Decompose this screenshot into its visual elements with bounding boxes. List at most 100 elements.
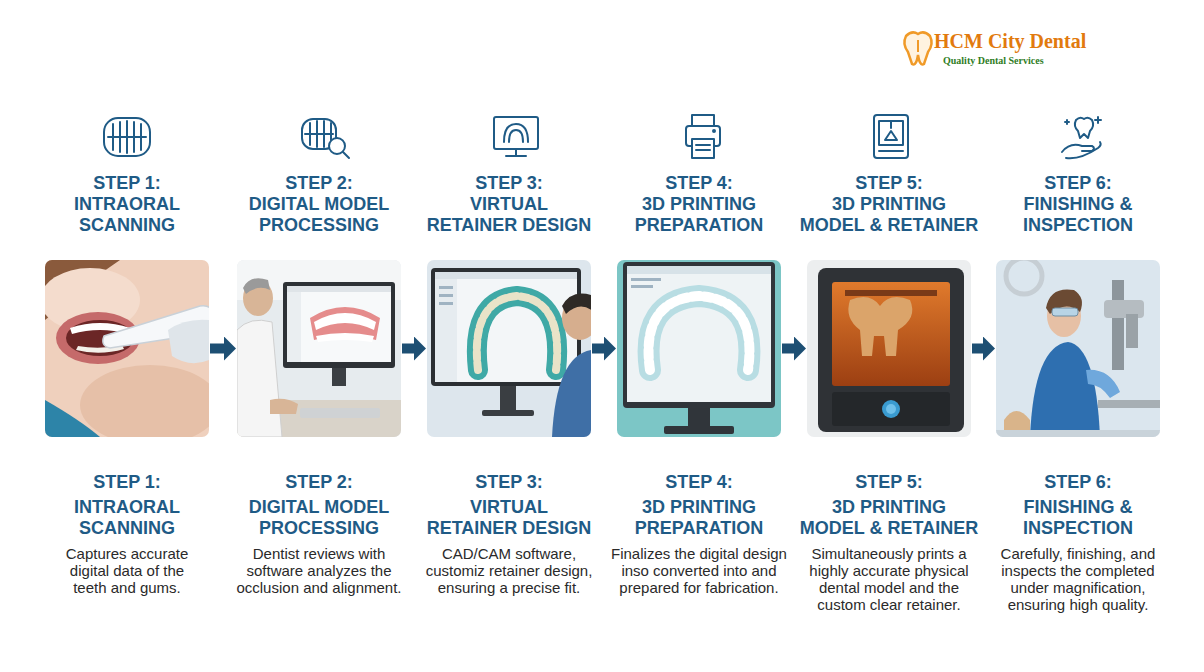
printer-icon-part xyxy=(692,115,714,126)
step-description: Simultaneously prints a highly accurate … xyxy=(801,545,977,613)
step-number: STEP 1: xyxy=(32,173,222,194)
step-number: STEP 6: xyxy=(983,173,1173,194)
processing-photo xyxy=(237,260,401,437)
step-caption: STEP 1:INTRAORAL SCANNINGCaptures accura… xyxy=(32,472,222,596)
step-title: FINISHING & INSPECTION xyxy=(983,497,1173,539)
scanning-photo xyxy=(45,260,209,437)
hand-tooth-icon-part xyxy=(1065,121,1069,123)
step-caption: STEP 5:3D PRINTING MODEL & RETAINERSimul… xyxy=(794,472,984,613)
inspection-photo-part xyxy=(1052,308,1078,316)
printer-photo-part xyxy=(818,268,964,432)
inspection-photo-part xyxy=(1112,280,1124,370)
step-number: STEP 5: xyxy=(794,173,984,194)
step-panel: STEP 5:3D PRINTING MODEL & RETAINERSTEP … xyxy=(807,260,971,437)
processing-photo-part xyxy=(270,399,298,414)
printer-photo-part xyxy=(848,297,912,356)
preparation-photo-part xyxy=(627,266,771,274)
printer-photo-part xyxy=(886,404,896,414)
hand-tooth-icon-part xyxy=(1066,120,1068,124)
step-panel: STEP 4:3D PRINTING PREPARATIONSTEP 4:3D … xyxy=(617,260,781,437)
printer-icon-part xyxy=(692,139,714,158)
step-number: STEP 2: xyxy=(224,472,414,493)
printer-icon-part xyxy=(696,144,710,146)
processing-photo-part xyxy=(287,286,391,362)
inspection-photo-part xyxy=(1086,370,1120,398)
3d-printer-icon-part xyxy=(879,150,903,152)
logo-tooth-icon xyxy=(904,32,931,64)
processing-photo-part xyxy=(314,313,376,330)
scanning-photo-part xyxy=(45,400,100,437)
teeth-icon-part xyxy=(126,121,128,153)
step-title: DIGITAL MODEL PROCESSING xyxy=(224,194,414,236)
step-description: Captures accurate digital data of the te… xyxy=(39,545,215,596)
processing-photo-part xyxy=(283,282,395,368)
design-photo-part xyxy=(500,386,516,410)
hand-tooth-icon-part xyxy=(1066,142,1101,158)
step-caption: STEP 4:3D PRINTING PREPARATIONFinalizes … xyxy=(604,472,794,596)
printer-photo xyxy=(807,260,971,437)
step-heading-top: STEP 5:3D PRINTING MODEL & RETAINER xyxy=(794,173,984,236)
teeth-icon-part xyxy=(140,124,142,150)
teeth-icon-part xyxy=(133,122,135,152)
step-title: FINISHING & INSPECTION xyxy=(983,194,1173,236)
preparation-photo xyxy=(617,260,781,437)
preparation-photo-part xyxy=(617,260,781,437)
step-description: CAD/CAM software, customiz retainer desi… xyxy=(421,545,597,596)
flow-arrow xyxy=(592,344,604,354)
logo-tooth-icon-part xyxy=(904,32,931,64)
preparation-photo-part xyxy=(649,296,750,370)
step-heading-top: STEP 6:FINISHING & INSPECTION xyxy=(983,173,1173,236)
hand-tooth-icon-part xyxy=(1062,145,1094,152)
processing-photo-part xyxy=(287,286,391,292)
step-title: 3D PRINTING PREPARATION xyxy=(604,194,794,236)
design-photo-part xyxy=(562,294,591,314)
processing-photo-part xyxy=(243,278,270,294)
flow-arrow xyxy=(210,344,224,354)
teeth-magnifier-icon xyxy=(302,119,349,158)
design-photo-part xyxy=(431,268,581,386)
printer-photo-part xyxy=(882,400,900,418)
monitor-icon-part xyxy=(509,130,523,142)
monitor-icon-part xyxy=(494,117,538,149)
step-heading-top: STEP 1:INTRAORAL SCANNING xyxy=(32,173,222,236)
processing-photo-part xyxy=(300,408,380,418)
processing-photo-part xyxy=(332,368,346,386)
design-photo-part xyxy=(435,272,577,382)
step-panel: STEP 6:FINISHING & INSPECTIONSTEP 6:FINI… xyxy=(996,260,1160,437)
monitor-icon-part xyxy=(506,155,526,157)
hand-tooth-icon-part xyxy=(1095,119,1101,121)
preparation-photo-part xyxy=(627,266,771,402)
monitor-icon-part xyxy=(515,149,517,155)
processing-photo-part xyxy=(237,320,282,437)
processing-photo-part xyxy=(287,292,301,362)
teeth-magnifier-icon-part xyxy=(309,123,311,145)
step-title: DIGITAL MODEL PROCESSING xyxy=(224,497,414,539)
logo-tooth-icon-part xyxy=(917,40,919,52)
preparation-photo-part xyxy=(664,426,734,434)
design-photo-part xyxy=(427,260,591,437)
step-heading-top: STEP 2:DIGITAL MODEL PROCESSING xyxy=(224,173,414,236)
step-number: STEP 1: xyxy=(32,472,222,493)
step-number: STEP 6: xyxy=(983,472,1173,493)
monitor-icon-part xyxy=(504,124,528,142)
printer-photo-part xyxy=(807,260,971,437)
scanning-photo-part xyxy=(168,320,209,363)
step-panel: STEP 1:INTRAORAL SCANNINGSTEP 1:INTRAORA… xyxy=(45,260,209,437)
inspection-photo-part xyxy=(1030,342,1100,437)
design-photo-part xyxy=(482,410,534,416)
preparation-photo-part xyxy=(649,296,750,370)
step-title: INTRAORAL SCANNING xyxy=(32,194,222,236)
step-description: Dentist reviews with software analyzes t… xyxy=(231,545,407,596)
design-photo-part xyxy=(435,272,577,279)
step-panel: STEP 3:VIRTUAL RETAINER DESIGNSTEP 3:VIR… xyxy=(427,260,591,437)
teeth-icon-part xyxy=(119,122,121,152)
design-photo-part xyxy=(439,302,453,305)
3d-printer-icon-part xyxy=(890,121,892,128)
preparation-photo-part xyxy=(631,278,661,281)
inspection-photo xyxy=(996,260,1160,437)
inspection-photo-part xyxy=(1006,260,1042,294)
step-title: 3D PRINTING MODEL & RETAINER xyxy=(794,497,984,539)
design-photo-part xyxy=(435,279,457,382)
step-panel: STEP 2:DIGITAL MODEL PROCESSINGSTEP 2:DI… xyxy=(237,260,401,437)
